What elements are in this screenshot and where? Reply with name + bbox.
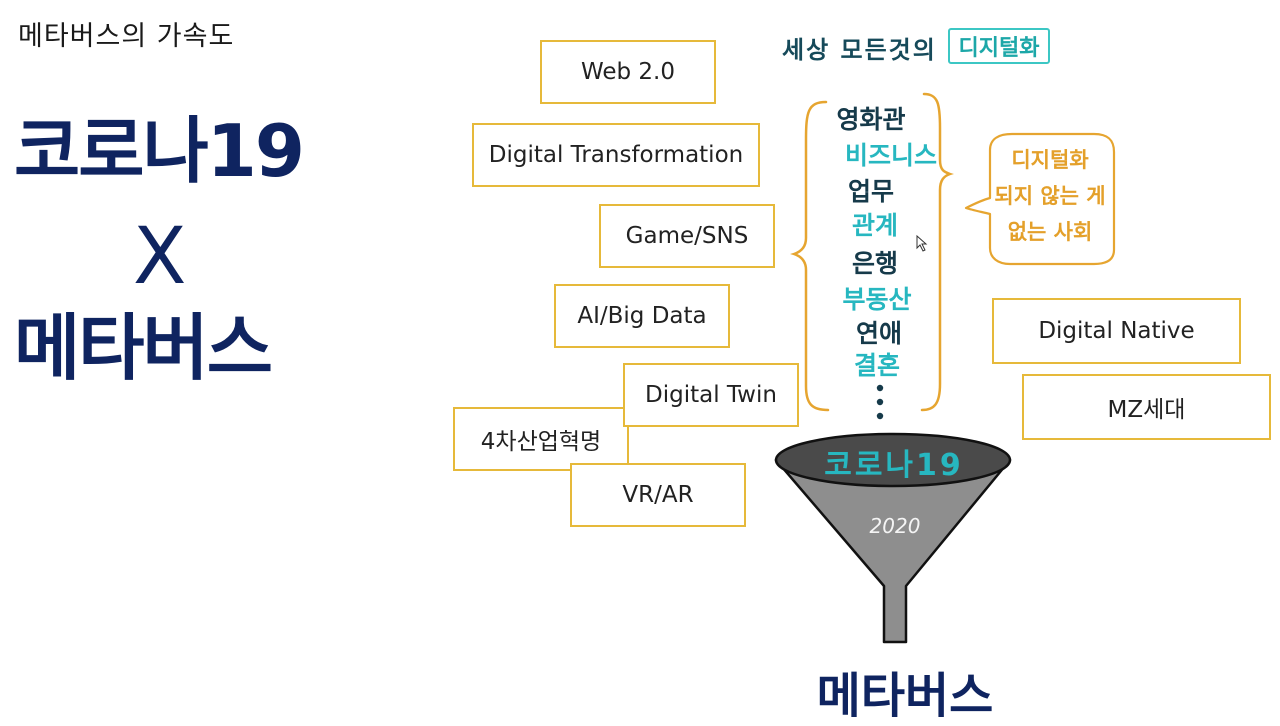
title-covid: 코로나19 [14, 109, 305, 193]
left-brace [790, 100, 830, 412]
digital-item-relationship: 관계 [851, 211, 898, 240]
box-web20: Web 2.0 [540, 40, 716, 104]
slide-subtitle: 메타버스의 가속도 [18, 21, 235, 52]
result-metaverse: 메타버스 [816, 668, 994, 724]
digital-item-dating: 연애 [855, 319, 902, 348]
box-ai-bigdata: AI/Big Data [554, 284, 730, 348]
box-digital-transformation: Digital Transformation [472, 123, 760, 187]
callout-line-2: 되지 않는 게 [994, 184, 1106, 208]
box-4th-industrial: 4차산업혁명 [453, 407, 629, 471]
box-mz-generation: MZ세대 [1022, 374, 1271, 440]
ellipsis-dot [876, 412, 884, 420]
title-metaverse: 메타버스 [14, 306, 273, 390]
funnel-mouth [774, 432, 1012, 488]
right-brace [920, 92, 954, 412]
digital-item-marriage: 결혼 [853, 351, 900, 380]
ellipsis-dot [876, 384, 884, 392]
callout-line-3: 없는 사회 [1007, 220, 1093, 244]
ellipsis-dot [876, 398, 884, 406]
callout-text: 디지털화 되지 않는 게 없는 사회 [990, 142, 1110, 250]
digitalization-heading: 세상 모든것의 [782, 36, 937, 64]
digital-item-cinema: 영화관 [836, 105, 906, 134]
box-vr-ar: VR/AR [570, 463, 746, 527]
cursor-icon [916, 234, 928, 252]
callout-bubble [964, 132, 1116, 266]
digital-item-work: 업무 [847, 177, 894, 206]
funnel-body [774, 458, 1012, 644]
box-game-sns: Game/SNS [599, 204, 775, 268]
digitalization-highlight: 디지털화 [948, 28, 1050, 64]
callout-line-1: 디지털화 [1011, 148, 1089, 172]
title-cross: X [133, 212, 187, 302]
funnel-label-covid: 코로나19 [824, 448, 964, 483]
digital-item-business: 비즈니스 [844, 141, 937, 170]
funnel-year: 2020 [869, 514, 921, 538]
box-digital-twin: Digital Twin [623, 363, 799, 427]
box-digital-native: Digital Native [992, 298, 1241, 364]
digital-item-real-estate: 부동산 [842, 285, 912, 314]
digital-item-bank: 은행 [851, 249, 898, 278]
